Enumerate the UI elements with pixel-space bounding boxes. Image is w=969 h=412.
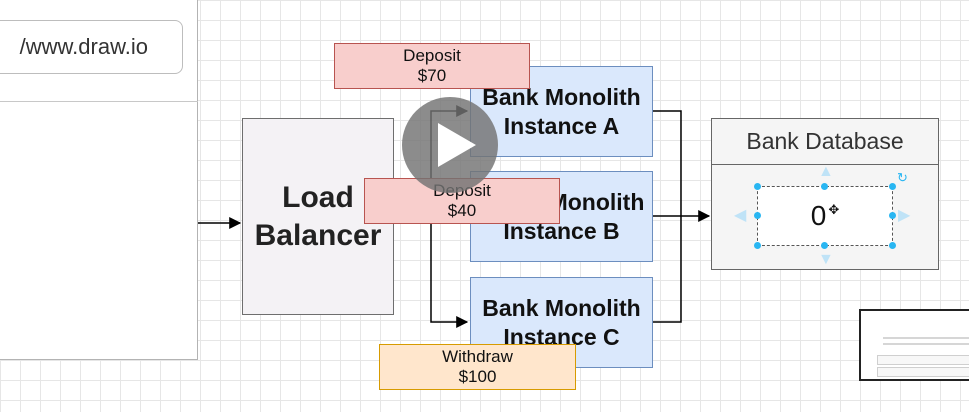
selection-handle[interactable]: [754, 212, 761, 219]
url-text: /www.draw.io: [19, 34, 148, 59]
slide-thumbnail[interactable]: [859, 309, 969, 381]
thumbnail-row: [877, 379, 969, 381]
deposit-70-note[interactable]: Deposit$70: [334, 43, 530, 89]
database-value: 0: [810, 200, 827, 231]
deposit-70-line1: Deposit: [403, 45, 461, 65]
play-button[interactable]: [402, 97, 498, 193]
play-icon: [438, 123, 476, 167]
connect-arrow-left-icon[interactable]: ◀: [734, 207, 747, 224]
deposit-70-line2: $70: [417, 66, 447, 85]
selection-handle[interactable]: [821, 183, 828, 190]
instance-a-line2: Instance A: [503, 112, 620, 139]
connect-arrow-right-icon[interactable]: ▶: [898, 207, 911, 224]
deposit-40-note[interactable]: Deposit$40: [364, 178, 560, 224]
database-value-cell[interactable]: 0✥: [757, 186, 893, 246]
instance-c-to-db: [653, 216, 682, 323]
url-bar[interactable]: /www.draw.io: [0, 20, 183, 74]
selection-handle[interactable]: [754, 183, 761, 190]
instance-c-line1: Bank Monolith: [482, 295, 641, 322]
connect-arrow-down-icon[interactable]: ▼: [818, 251, 834, 268]
withdraw-100-line1: Withdraw: [442, 346, 513, 366]
deposit-40-line2: $40: [447, 201, 477, 220]
thumbnail-text-line: [883, 343, 969, 345]
selection-handle[interactable]: [889, 242, 896, 249]
lb-label-line1: Load: [282, 181, 354, 214]
thumbnail-text-line: [883, 337, 969, 339]
lb-label-line2: Balancer: [254, 218, 382, 252]
thumbnail-row: [877, 367, 969, 377]
move-cursor-icon: ✥: [828, 202, 840, 217]
withdraw-100-line2: $100: [458, 367, 497, 386]
selection-handle[interactable]: [889, 212, 896, 219]
withdraw-100-note[interactable]: Withdraw$100: [379, 344, 576, 390]
instance-a-to-db: [653, 110, 682, 216]
rotate-handle-icon[interactable]: ↻: [897, 170, 908, 185]
lb-to-instance-c-arrow: [430, 217, 469, 328]
connect-arrow-up-icon[interactable]: ▲: [818, 163, 834, 180]
database-title: Bank Database: [712, 119, 938, 165]
panel-divider: [0, 101, 198, 102]
selection-handle[interactable]: [889, 183, 896, 190]
selection-handle[interactable]: [821, 242, 828, 249]
thumbnail-row: [877, 355, 969, 365]
instance-b-line1: Monolith: [548, 189, 645, 216]
selection-handle[interactable]: [754, 242, 761, 249]
